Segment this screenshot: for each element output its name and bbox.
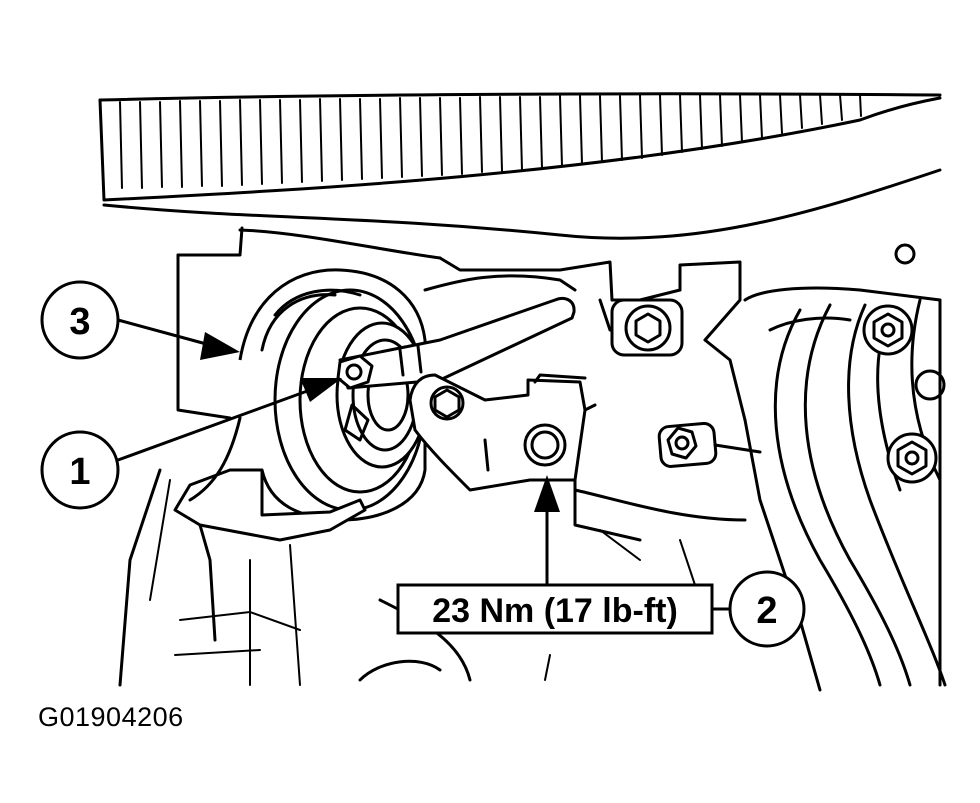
- engine-mount: [118, 268, 429, 687]
- callout-3: 3: [40, 280, 240, 360]
- bolt-lower-right: [886, 432, 938, 484]
- bolt-mid: [657, 421, 762, 468]
- torque-spec-label: 23 Nm (17 lb-ft): [432, 592, 678, 630]
- housing-ribs: [119, 94, 862, 189]
- callout-3-label: 3: [69, 301, 90, 343]
- callout-1: 1: [40, 378, 342, 510]
- callout-2: 23 Nm (17 lb-ft) 2: [396, 475, 806, 648]
- torque-spec-box: [396, 583, 714, 635]
- through-bolt-and-tool: [336, 274, 577, 442]
- upper-housing: [98, 92, 942, 265]
- bolt-upper-right: [862, 304, 914, 356]
- figure-id: G01904206: [38, 702, 184, 732]
- bracket-nut: [429, 385, 465, 421]
- callout-2-label: 2: [756, 590, 777, 632]
- coolant-pipes: [773, 298, 947, 687]
- mount-bracket-plate: [408, 373, 597, 492]
- callout-1-label: 1: [69, 451, 90, 493]
- bolt-top-center: [610, 298, 684, 357]
- torque-bolt: [523, 423, 567, 467]
- right-bolts: [610, 298, 946, 484]
